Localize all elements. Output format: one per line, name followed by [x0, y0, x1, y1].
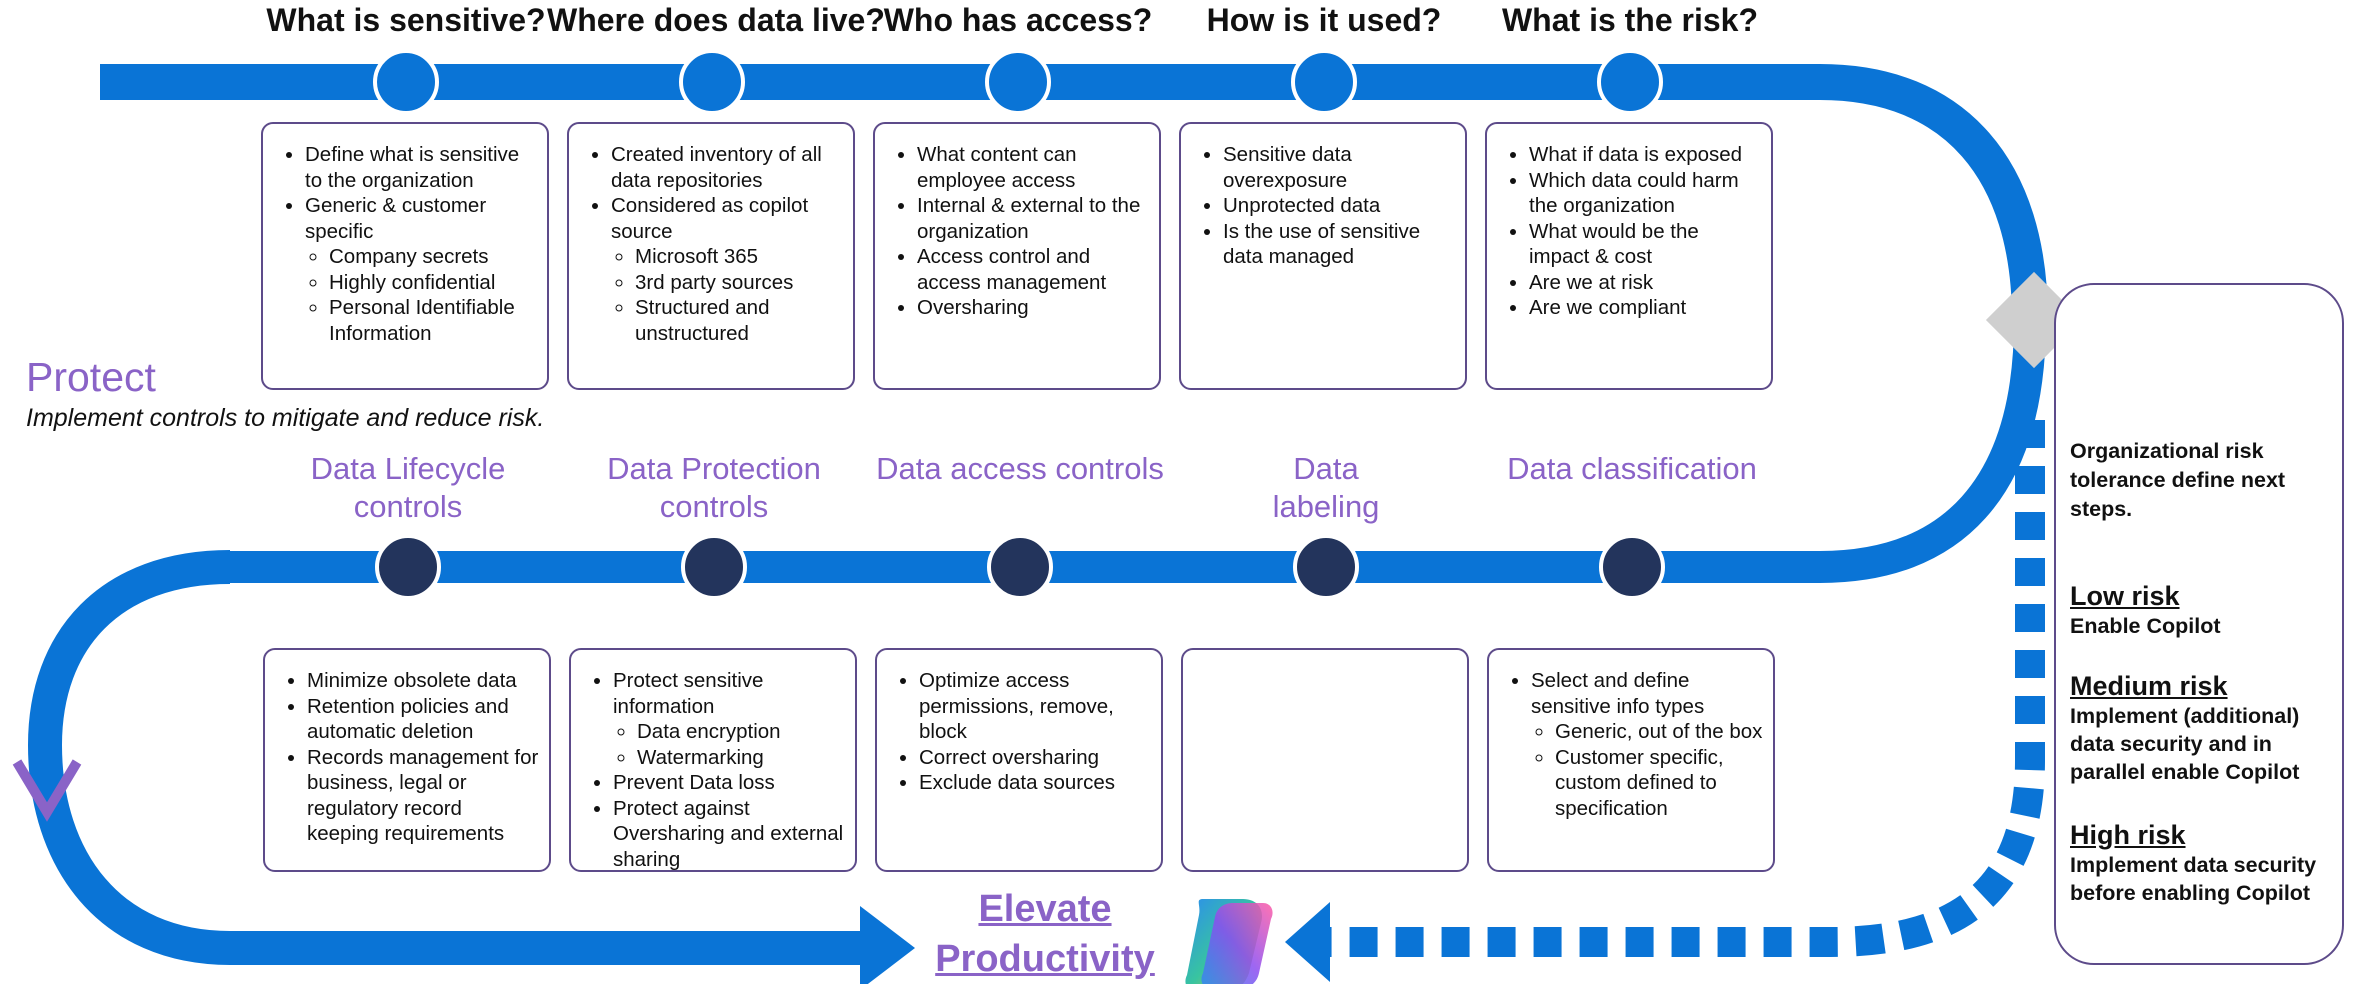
list-item: Protect sensitive information Data encry…: [613, 668, 845, 770]
assess-node-4: [1291, 49, 1357, 115]
elevate-arrow-head: [860, 906, 915, 984]
control-title-lifecycle: Data Lifecycle controls: [310, 451, 506, 524]
list-item: Is the use of sensitive data managed: [1223, 219, 1455, 270]
stage-title-what-is-sensitive: What is sensitive?: [266, 2, 546, 38]
return-track: [27, 550, 860, 965]
list-item: What content can employee access: [917, 142, 1149, 193]
assess-node-3: [985, 49, 1051, 115]
sub-list-item: Personal Identifiable Information: [329, 295, 537, 346]
risk-level-high: High risk Implement data security before…: [2070, 820, 2332, 907]
sub-list-item: Company secrets: [329, 244, 537, 270]
control-title-labeling: Data labeling: [1272, 451, 1380, 524]
sub-list-item: Watermarking: [637, 745, 845, 771]
risk-tolerance-panel: Organizational risk tolerance define nex…: [2054, 283, 2344, 965]
stage-title-what-is-the-risk: What is the risk?: [1501, 2, 1759, 38]
risk-level-text: Implement data security before enabling …: [2070, 853, 2317, 905]
list-item: Prevent Data loss: [613, 770, 845, 796]
assess-node-5: [1597, 49, 1663, 115]
list-item: Protect against Oversharing and external…: [613, 796, 845, 873]
list-item: Minimize obsolete data: [307, 668, 539, 694]
list-item: Created inventory of all data repositori…: [611, 142, 843, 193]
assess-card-usage: Sensitive data overexposure Unprotected …: [1179, 122, 1467, 390]
control-title-protection: Data Protection controls: [607, 451, 821, 524]
assess-node-2: [679, 49, 745, 115]
control-card-lifecycle: Minimize obsolete data Retention policie…: [263, 648, 551, 872]
risk-level-label: Low risk: [2070, 581, 2180, 611]
protect-node-3: [987, 534, 1053, 600]
sub-list-item: Structured and unstructured: [635, 295, 843, 346]
control-card-protection: Protect sensitive information Data encry…: [569, 648, 857, 872]
sub-list-item: Data encryption: [637, 719, 845, 745]
assess-track: [100, 64, 2048, 321]
sub-list-item: Generic, out of the box: [1555, 719, 1763, 745]
risk-level-medium: Medium risk Implement (additional) data …: [2070, 671, 2332, 786]
assess-card-data-location: Created inventory of all data repositori…: [567, 122, 855, 390]
sub-list-item: Highly confidential: [329, 270, 537, 296]
list-item: Exclude data sources: [919, 770, 1151, 796]
list-item: What if data is exposed: [1529, 142, 1761, 168]
list-item: Unprotected data: [1223, 193, 1455, 219]
list-item: Correct oversharing: [919, 745, 1151, 771]
sub-list-item: 3rd party sources: [635, 270, 843, 296]
stage-title-who-has-access: Who has access?: [883, 2, 1153, 38]
list-item: Records management for business, legal o…: [307, 745, 539, 847]
protect-title: Protect: [26, 354, 156, 400]
list-item: Optimize access permissions, remove, blo…: [919, 668, 1151, 745]
list-item: Generic & customer specific Company secr…: [305, 193, 537, 346]
control-title-classification: Data classification: [1507, 451, 1757, 486]
risk-level-low: Low risk Enable Copilot: [2070, 581, 2332, 640]
stage-title-how-is-it-used: How is it used?: [1206, 2, 1442, 38]
list-item: Define what is sensitive to the organiza…: [305, 142, 537, 193]
control-title-access: Data access controls: [876, 451, 1164, 486]
down-chevron-icon: [12, 759, 82, 822]
protect-node-4: [1293, 534, 1359, 600]
protect-node-1: [375, 534, 441, 600]
assess-card-access: What content can employee access Interna…: [873, 122, 1161, 390]
protect-node-5: [1599, 534, 1665, 600]
list-item: What would be the impact & cost: [1529, 219, 1761, 270]
assess-card-risk: What if data is exposed Which data could…: [1485, 122, 1773, 390]
protect-track: [230, 319, 2046, 583]
sub-list-item: Microsoft 365: [635, 244, 843, 270]
list-item: Which data could harm the organization: [1529, 168, 1761, 219]
dotted-risk-path: [1330, 420, 2045, 957]
list-item: Sensitive data overexposure: [1223, 142, 1455, 193]
control-card-access: Optimize access permissions, remove, blo…: [875, 648, 1163, 872]
copilot-logo-icon: [1185, 899, 1273, 984]
assess-node-1: [373, 49, 439, 115]
list-item: Internal & external to the organization: [917, 193, 1149, 244]
protect-node-2: [681, 534, 747, 600]
risk-level-label: Medium risk: [2070, 671, 2228, 701]
risk-intro: Organizational risk tolerance define nex…: [2070, 439, 2286, 521]
list-item: Are we at risk: [1529, 270, 1761, 296]
list-item: Oversharing: [917, 295, 1149, 321]
risk-level-label: High risk: [2070, 820, 2186, 850]
risk-level-text: Implement (additional) data security and…: [2070, 704, 2300, 784]
list-item: Considered as copilot source Microsoft 3…: [611, 193, 843, 346]
protect-subtitle: Implement controls to mitigate and reduc…: [26, 404, 545, 432]
stage-title-where-data-lives: Where does data live?: [547, 2, 885, 38]
list-item: Retention policies and automatic deletio…: [307, 694, 539, 745]
elevate-productivity-label: Elevate Productivity: [935, 888, 1155, 980]
sub-list-item: Customer specific, custom defined to spe…: [1555, 745, 1763, 822]
list-item: Access control and access management: [917, 244, 1149, 295]
control-card-classification: Select and define sensitive info types G…: [1487, 648, 1775, 872]
risk-level-text: Enable Copilot: [2070, 614, 2221, 638]
dotted-arrow-head: [1285, 902, 1330, 982]
list-item: Select and define sensitive info types G…: [1531, 668, 1763, 821]
assess-card-sensitive: Define what is sensitive to the organiza…: [261, 122, 549, 390]
control-card-labeling: [1181, 648, 1469, 872]
list-item: Are we compliant: [1529, 295, 1761, 321]
